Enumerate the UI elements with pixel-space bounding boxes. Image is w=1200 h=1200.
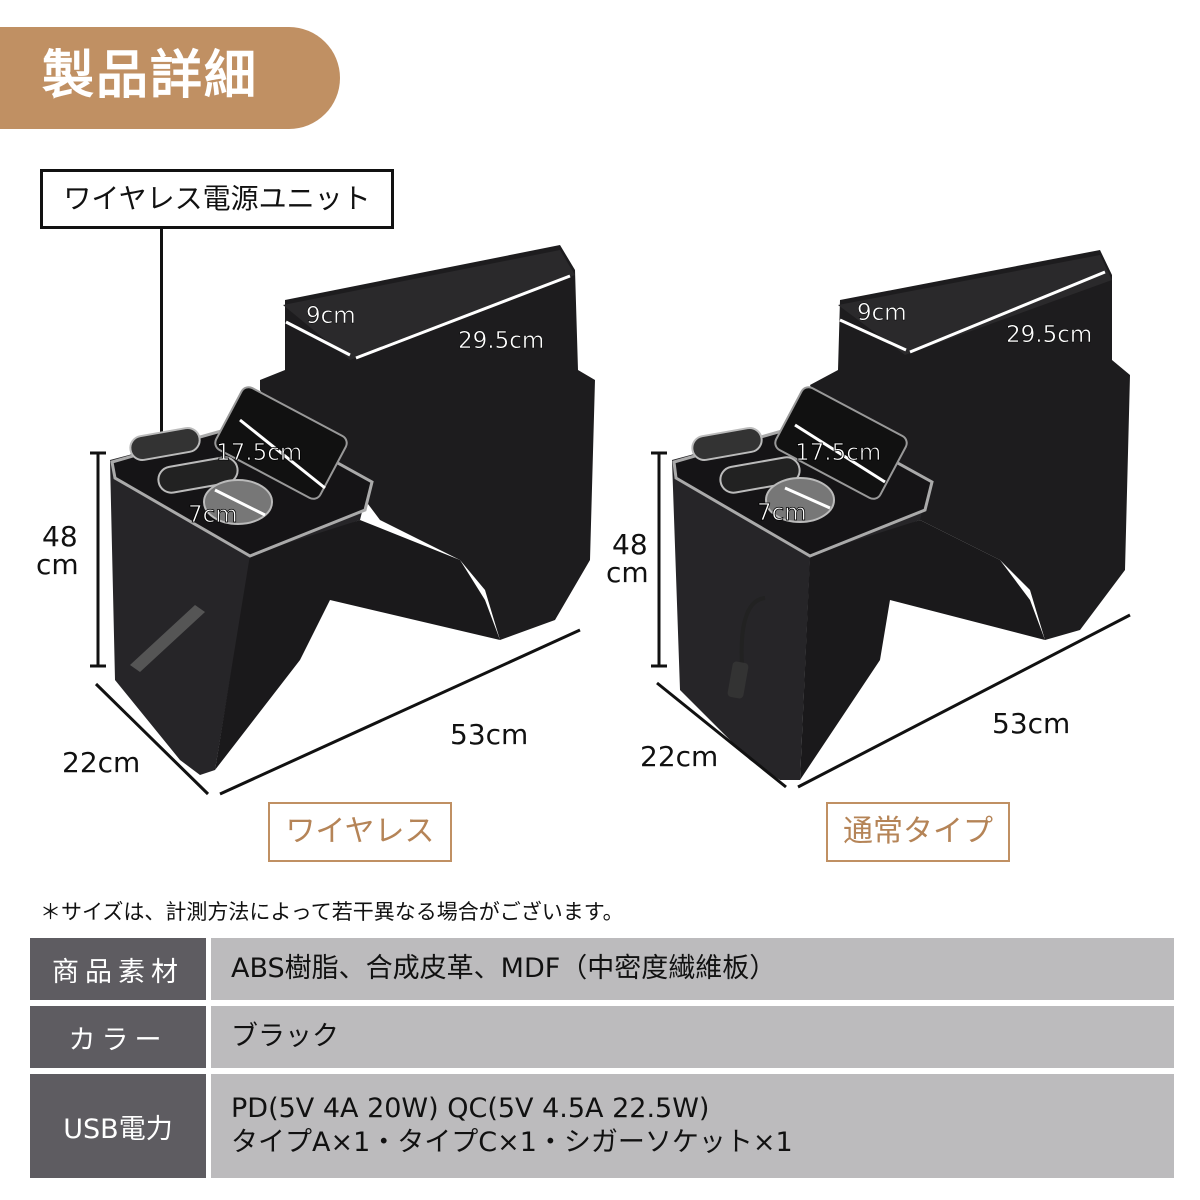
type-label-wireless: ワイヤレス (268, 802, 452, 862)
type-label-standard: 通常タイプ (826, 802, 1010, 862)
spec-row-color: カラー ブラック (30, 1006, 1174, 1068)
svg-text:9cm: 9cm (306, 303, 356, 329)
spec-key: カラー (30, 1006, 206, 1068)
svg-text:17.5cm: 17.5cm (216, 440, 302, 466)
spec-value-line: PD(5V 4A 20W) QC(5V 4.5A 22.5W) (231, 1093, 710, 1124)
svg-text:cm: cm (36, 548, 79, 581)
spec-value: ABS樹脂、合成皮革、MDF（中密度繊維板） (211, 938, 1174, 1000)
spec-row-material: 商品素材 ABS樹脂、合成皮革、MDF（中密度繊維板） (30, 938, 1174, 1000)
spec-value-line: ブラック (231, 1021, 339, 1052)
svg-text:53cm: 53cm (450, 718, 528, 751)
spec-value: PD(5V 4A 20W) QC(5V 4.5A 22.5W) タイプA×1・タ… (211, 1074, 1174, 1178)
spec-row-usb-power: USB電力 PD(5V 4A 20W) QC(5V 4.5A 22.5W) タイ… (30, 1074, 1174, 1178)
svg-text:29.5cm: 29.5cm (1006, 322, 1092, 348)
svg-text:48: 48 (612, 528, 648, 561)
wireless-unit-callout: ワイヤレス電源ユニット (40, 169, 394, 229)
svg-text:cm: cm (606, 556, 649, 589)
svg-text:9cm: 9cm (857, 300, 907, 326)
spec-key: USB電力 (30, 1074, 206, 1178)
product-image-standard: 9cm 29.5cm 17.5cm 7cm 48 cm 22cm 53cm (606, 250, 1131, 789)
svg-text:22cm: 22cm (62, 746, 140, 779)
spec-value-line: タイプA×1・タイプC×1・シガーソケット×1 (231, 1127, 793, 1158)
spec-key: 商品素材 (30, 938, 206, 1000)
page-title: 製品詳細 (42, 46, 259, 106)
svg-text:53cm: 53cm (992, 707, 1070, 740)
svg-text:7cm: 7cm (188, 502, 238, 528)
svg-text:17.5cm: 17.5cm (795, 440, 881, 466)
callout-leader-line (160, 229, 163, 441)
spec-table: 商品素材 ABS樹脂、合成皮革、MDF（中密度繊維板） カラー ブラック USB… (30, 938, 1174, 1184)
svg-text:7cm: 7cm (757, 500, 807, 526)
svg-text:29.5cm: 29.5cm (458, 328, 544, 354)
spec-value-line: ABS樹脂、合成皮革、MDF（中密度繊維板） (231, 953, 777, 984)
spec-value: ブラック (211, 1006, 1174, 1068)
svg-text:48: 48 (42, 520, 78, 553)
section-banner (0, 27, 340, 129)
svg-text:22cm: 22cm (640, 740, 718, 773)
size-disclaimer: ＊サイズは、計測方法によって若干異なる場合がございます。 (40, 900, 624, 924)
product-image-wireless: 9cm 29.5cm 17.5cm 7cm 48 cm 22cm 53cm (36, 245, 595, 796)
